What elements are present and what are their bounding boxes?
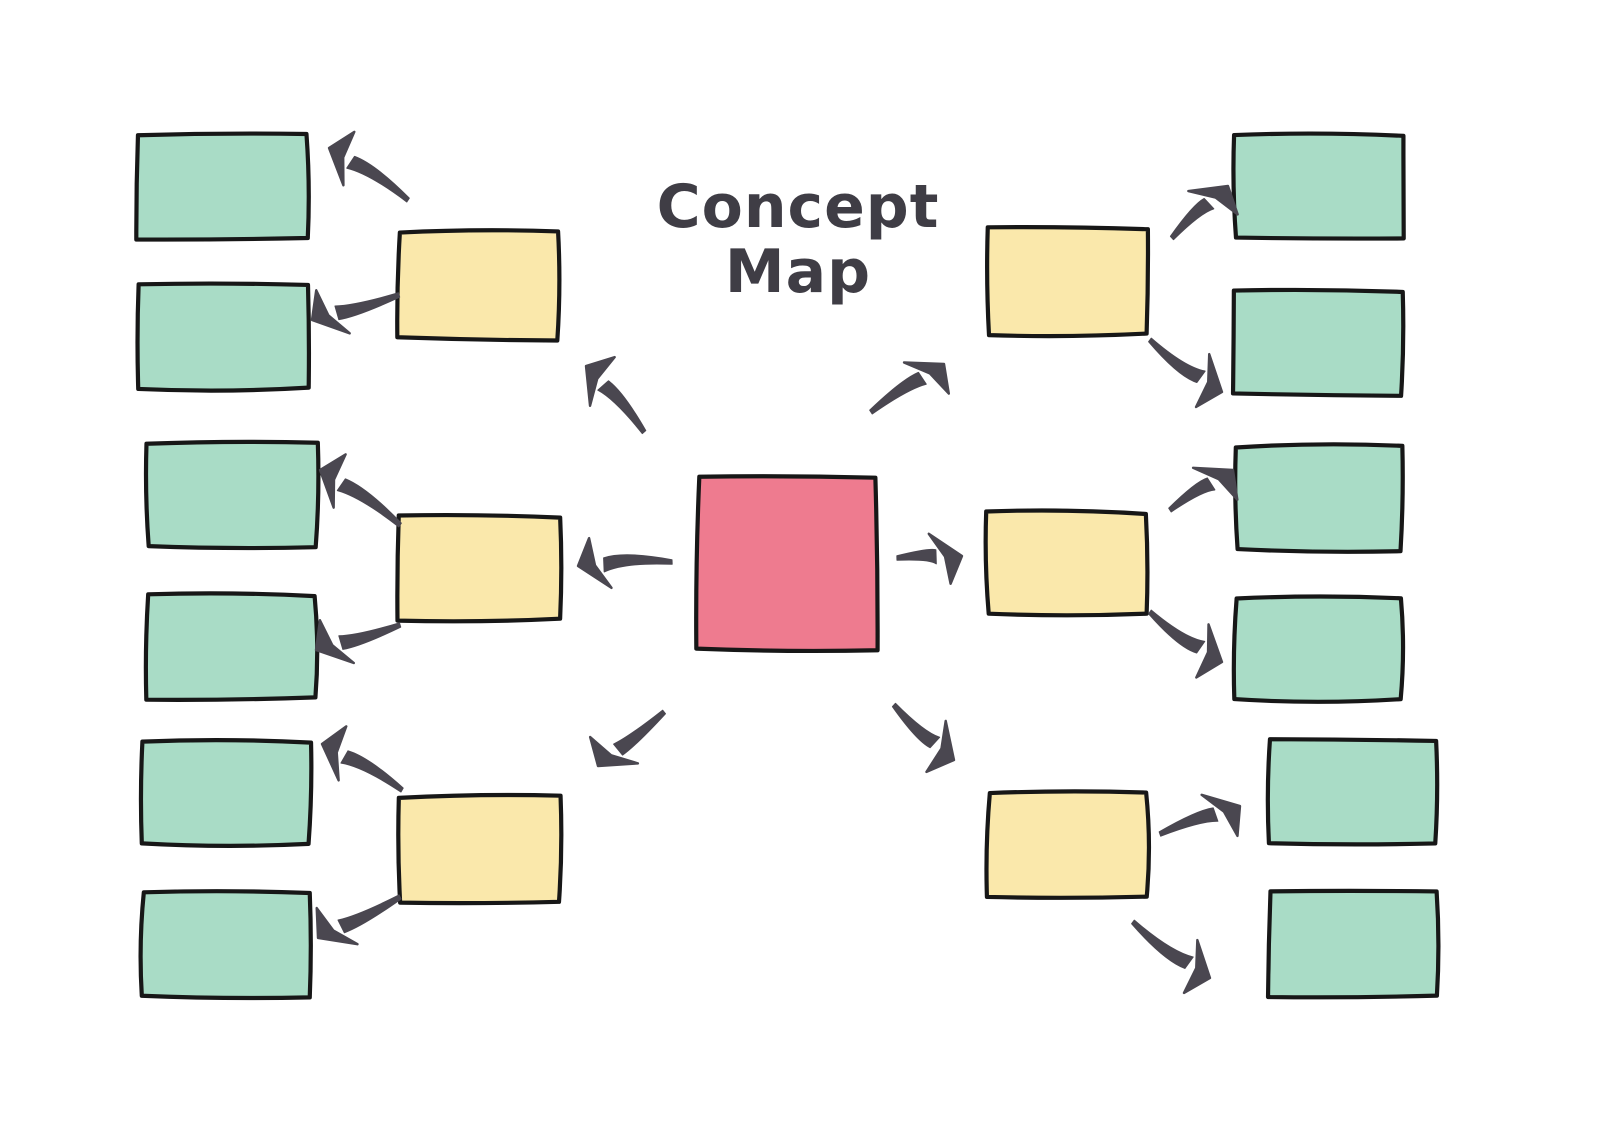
leaf-node[interactable] bbox=[143, 439, 321, 551]
leaf-node[interactable] bbox=[1233, 442, 1405, 554]
arrow-head bbox=[588, 735, 640, 768]
arrow-mid-right-to-leaf-2 bbox=[1148, 609, 1224, 679]
branch-node[interactable] bbox=[985, 225, 1151, 339]
arrow-shaft bbox=[896, 548, 937, 565]
center-node[interactable] bbox=[694, 474, 880, 654]
arrow-head bbox=[318, 453, 347, 509]
node-shape bbox=[1265, 888, 1441, 1000]
arrow-head bbox=[310, 289, 351, 335]
node-shape bbox=[395, 228, 562, 343]
arrow-head bbox=[1200, 793, 1242, 838]
arrow-shaft bbox=[597, 380, 647, 435]
leaf-node[interactable] bbox=[1231, 131, 1406, 241]
node-shape bbox=[983, 508, 1150, 618]
node-shape bbox=[694, 474, 880, 654]
leaf-node[interactable] bbox=[135, 281, 312, 393]
branch-node[interactable] bbox=[983, 508, 1150, 618]
branch-node[interactable] bbox=[984, 789, 1152, 900]
arrow-mid-right-to-leaf-1 bbox=[1168, 466, 1239, 513]
leaf-node[interactable] bbox=[1265, 888, 1441, 1000]
arrow-shaft bbox=[337, 894, 402, 934]
arrow-head bbox=[1194, 352, 1224, 409]
arrow-head bbox=[314, 619, 356, 665]
arrow-shaft bbox=[1169, 197, 1215, 241]
arrow-head bbox=[902, 361, 951, 395]
arrow-shaft bbox=[1131, 919, 1194, 969]
arrow-shaft bbox=[1158, 807, 1219, 837]
leaf-node[interactable] bbox=[1231, 594, 1406, 704]
leaf-node[interactable] bbox=[1265, 737, 1440, 847]
arrow-center-to-top-right bbox=[869, 361, 951, 415]
arrow-shaft bbox=[1148, 337, 1206, 384]
arrow-center-to-bottom-right bbox=[891, 702, 956, 774]
page-title: Concept Map bbox=[656, 172, 940, 307]
node-shape bbox=[134, 131, 311, 242]
node-shape bbox=[143, 439, 321, 551]
node-shape bbox=[138, 889, 313, 1001]
arrow-top-right-to-leaf-2 bbox=[1148, 337, 1224, 409]
arrow-bottom-left-to-leaf-1 bbox=[320, 725, 404, 793]
arrow-head bbox=[315, 906, 359, 946]
arrow-shaft bbox=[340, 750, 404, 793]
arrow-shaft bbox=[891, 702, 941, 749]
arrow-center-to-top-left bbox=[584, 355, 647, 435]
leaf-node[interactable] bbox=[134, 131, 311, 242]
arrow-center-to-mid-left bbox=[576, 536, 673, 590]
node-shape bbox=[135, 281, 312, 393]
leaf-node[interactable] bbox=[138, 737, 314, 848]
arrow-top-right-to-leaf-1 bbox=[1169, 184, 1239, 241]
arrow-bottom-right-to-leaf-1 bbox=[1158, 793, 1242, 838]
arrow-shaft bbox=[336, 478, 402, 528]
arrow-head bbox=[576, 536, 613, 590]
leaf-node[interactable] bbox=[138, 889, 313, 1001]
arrow-shaft bbox=[334, 292, 401, 321]
arrow-center-to-mid-right bbox=[896, 532, 964, 585]
arrow-center-to-bottom-left bbox=[588, 709, 666, 768]
arrow-head bbox=[1187, 184, 1239, 216]
arrow-top-left-to-leaf-2 bbox=[310, 289, 401, 335]
arrow-shaft bbox=[1168, 477, 1216, 513]
arrow-bottom-left-to-leaf-2 bbox=[315, 894, 402, 946]
node-shape bbox=[138, 737, 314, 848]
node-shape bbox=[1231, 131, 1406, 241]
leaf-node[interactable] bbox=[143, 591, 320, 702]
arrow-shaft bbox=[603, 554, 673, 573]
arrow-head bbox=[1191, 466, 1239, 501]
node-shape bbox=[984, 789, 1152, 900]
arrow-head bbox=[320, 725, 348, 782]
arrow-bottom-right-to-leaf-2 bbox=[1131, 919, 1212, 995]
node-shape bbox=[985, 225, 1151, 339]
arrow-shaft bbox=[613, 709, 666, 756]
arrows-group bbox=[310, 130, 1242, 995]
node-shape bbox=[1233, 442, 1405, 554]
arrow-shaft bbox=[869, 371, 927, 415]
node-shape bbox=[395, 512, 564, 624]
arrow-head bbox=[584, 355, 616, 407]
node-shape bbox=[1265, 737, 1440, 847]
arrow-head bbox=[925, 719, 956, 774]
arrow-shaft bbox=[346, 155, 410, 203]
arrow-head bbox=[1195, 623, 1224, 679]
arrow-head bbox=[1182, 938, 1212, 995]
branch-node[interactable] bbox=[396, 792, 564, 906]
node-shape bbox=[396, 792, 564, 906]
arrow-head bbox=[927, 532, 964, 585]
arrow-head bbox=[327, 130, 356, 187]
arrow-shaft bbox=[1148, 609, 1206, 654]
arrow-top-left-to-leaf-1 bbox=[327, 130, 410, 203]
branch-node[interactable] bbox=[395, 512, 564, 624]
arrow-mid-left-to-leaf-1 bbox=[318, 453, 402, 528]
leaf-node[interactable] bbox=[1230, 287, 1406, 398]
branch-node[interactable] bbox=[395, 228, 562, 343]
arrow-mid-left-to-leaf-2 bbox=[314, 619, 402, 665]
arrow-shaft bbox=[338, 622, 402, 650]
node-shape bbox=[143, 591, 320, 702]
node-shape bbox=[1231, 594, 1406, 704]
node-shape bbox=[1230, 287, 1406, 398]
nodes-group bbox=[134, 131, 1441, 1001]
